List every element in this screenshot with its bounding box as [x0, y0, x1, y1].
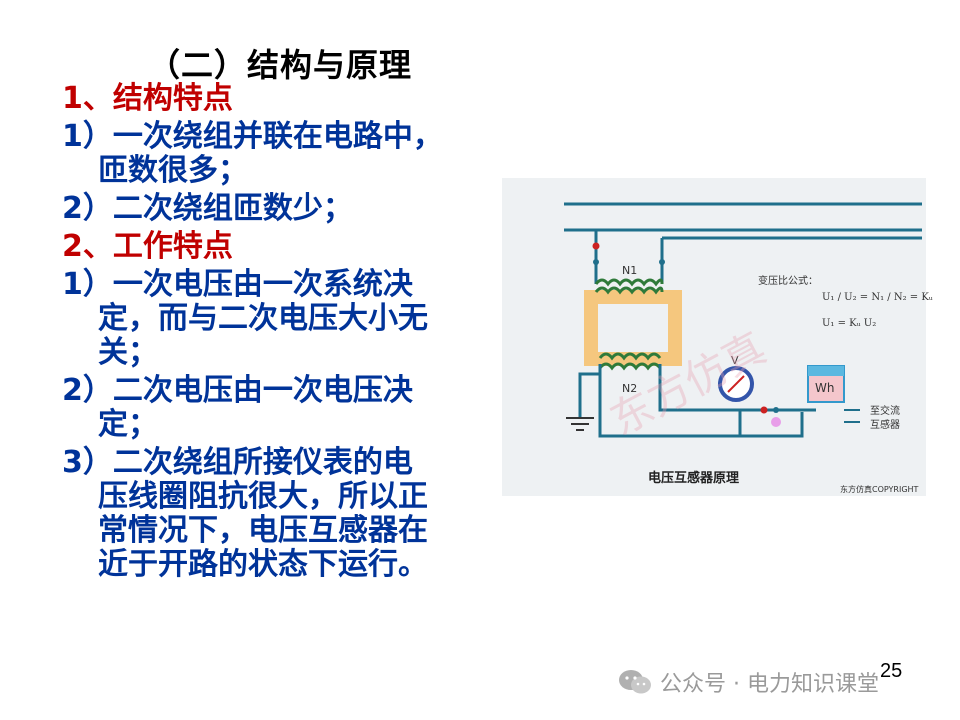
- diagram-svg: N1 N2 V Wh 至交流 互感器 变压比公式： U₁ / U₂ = N₁ /…: [564, 202, 933, 494]
- item-1a-line1: 1）一次绕组并联在电路中，: [62, 119, 443, 154]
- primary-winding-2: [594, 286, 664, 295]
- n1-label: N1: [622, 264, 637, 277]
- node-red-2: [760, 406, 768, 414]
- item-2c-line4: 近于开路的状态下运行。: [98, 547, 428, 582]
- secondary-winding: [598, 352, 662, 361]
- node-blue: [593, 259, 599, 265]
- ground-lead: [578, 364, 602, 418]
- voltmeter-label: V: [731, 354, 739, 367]
- item-2b-line1: 2）二次电压由一次电压决: [62, 373, 413, 408]
- voltmeter-needle: [727, 375, 745, 393]
- node-red: [592, 242, 600, 250]
- section1-heading: 1、结构特点: [62, 81, 233, 116]
- formula-line2: U₁ = Kᵤ U₂: [822, 318, 876, 329]
- page-number: 25: [880, 660, 903, 682]
- item-1b: 2）二次绕组匝数少；: [62, 191, 353, 226]
- item-2c-line2: 压线圈阻抗很大，所以正: [98, 479, 428, 514]
- diagram-copyright: 东方仿真COPYRIGHT: [840, 484, 919, 494]
- item-2c-line1: 3）二次绕组所接仪表的电: [62, 445, 413, 480]
- formula-line1: U₁ / U₂ = N₁ / N₂ = Kᵤ: [822, 292, 933, 303]
- node-blue-right: [659, 259, 665, 265]
- item-2b: 2）二次电压由一次电压决 定；: [62, 374, 502, 442]
- item-2a-line1: 1）一次电压由一次系统决: [62, 267, 413, 302]
- wechat-icon: [619, 670, 651, 694]
- formula-title: 变压比公式：: [758, 274, 818, 287]
- core-window: [598, 304, 668, 352]
- node-pink: [771, 417, 781, 427]
- wattmeter-label: Wh: [815, 381, 834, 395]
- footer-watermark: 公众号 · 电力知识课堂: [618, 666, 879, 698]
- voltage-transformer-diagram: N1 N2 V Wh 至交流 互感器 变压比公式： U₁ / U₂ = N₁ /…: [502, 178, 933, 496]
- diagram-caption: 电压互感器原理: [648, 470, 739, 486]
- item-2a-line2: 定，而与二次电压大小无: [98, 301, 428, 336]
- item-2b-line2: 定；: [98, 407, 158, 442]
- slide-title: （二）结构与原理: [148, 46, 413, 84]
- node-blue-2: [773, 407, 779, 413]
- output-label-line2: 互感器: [870, 418, 900, 431]
- secondary-winding-2: [598, 362, 662, 371]
- n2-label: N2: [622, 382, 637, 395]
- return-wire: [598, 374, 804, 438]
- wattmeter-top: [808, 366, 844, 376]
- item-1a-line2: 匝数很多；: [98, 153, 248, 188]
- primary-winding: [594, 278, 664, 287]
- item-2c: 3）二次绕组所接仪表的电 压线圈阻抗很大，所以正 常情况下，电压互感器在 近于开…: [62, 446, 502, 582]
- output-label-line1: 至交流: [870, 404, 900, 417]
- section2-heading: 2、工作特点: [62, 229, 233, 264]
- footer-watermark-text: 公众号 · 电力知识课堂: [660, 672, 879, 697]
- item-2a-line3: 关；: [98, 335, 158, 370]
- item-2c-line3: 常情况下，电压互感器在: [98, 513, 428, 548]
- item-1a: 1）一次绕组并联在电路中， 匝数很多；: [62, 120, 502, 188]
- item-2a: 1）一次电压由一次系统决 定，而与二次电压大小无 关；: [62, 268, 502, 370]
- slide-content: 1、结构特点 1）一次绕组并联在电路中， 匝数很多； 2）二次绕组匝数少； 2、…: [62, 82, 502, 586]
